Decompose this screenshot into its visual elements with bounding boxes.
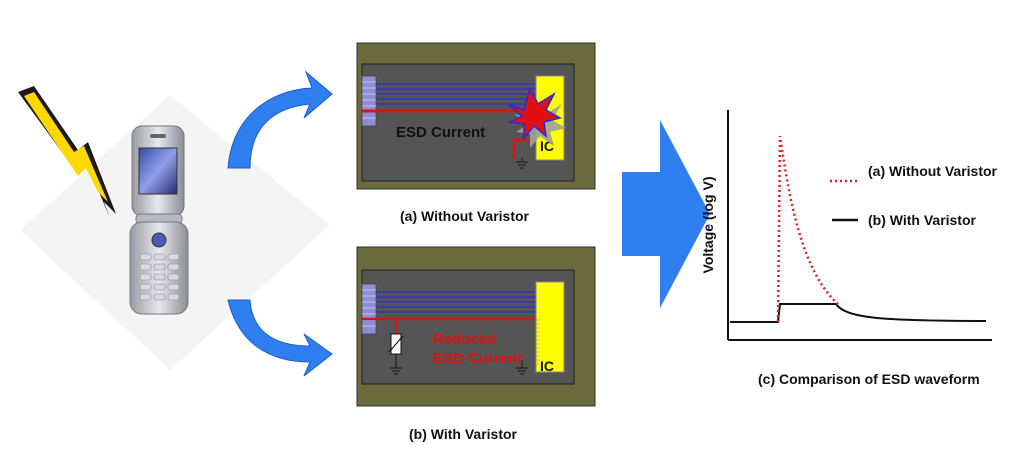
arrow-to-without-panel [227,70,333,169]
y-axis-label: Voltage (log V) [700,177,716,274]
phone-keypad [139,253,180,301]
phone-nav-key [151,232,167,248]
lightning-bolt-icon [18,86,116,218]
caption-waveform: (c) Comparison of ESD waveform [758,371,980,387]
ground-symbol-icon [516,158,528,169]
connector [361,75,377,127]
reduced-label-line2: ESD Current [433,350,522,367]
reduced-label-line1: Reduced [433,331,496,348]
phone-screen [138,147,178,195]
ground-symbol-icon [516,360,528,375]
panel-with-varistor: IC Reduced ESD Current [356,246,596,407]
caption-without-varistor: (a) Without Varistor [400,208,530,224]
caption-with-varistor: (b) With Varistor [409,426,518,442]
arrow-to-waveform [622,120,710,308]
ic-label: IC [540,358,554,374]
esd-spark-icon [507,85,566,148]
signal-traces [376,291,536,313]
waveform-plot: Voltage (log V) (a) Without Varistor (b)… [700,110,998,341]
panel-without-varistor: IC ESD Current [356,42,596,190]
esd-current-label: ESD Current [396,124,485,141]
legend-label-without: (a) Without Varistor [868,163,998,179]
series-with-varistor [730,303,987,323]
ground-symbol-icon [390,367,402,375]
connector [361,283,377,335]
arrow-to-with-panel [227,299,333,377]
series-without-varistor [776,135,839,323]
varistor-icon [388,333,404,355]
legend-label-with: (b) With Varistor [868,212,977,228]
flip-phone-icon [129,125,189,315]
ic-chip [535,281,565,373]
